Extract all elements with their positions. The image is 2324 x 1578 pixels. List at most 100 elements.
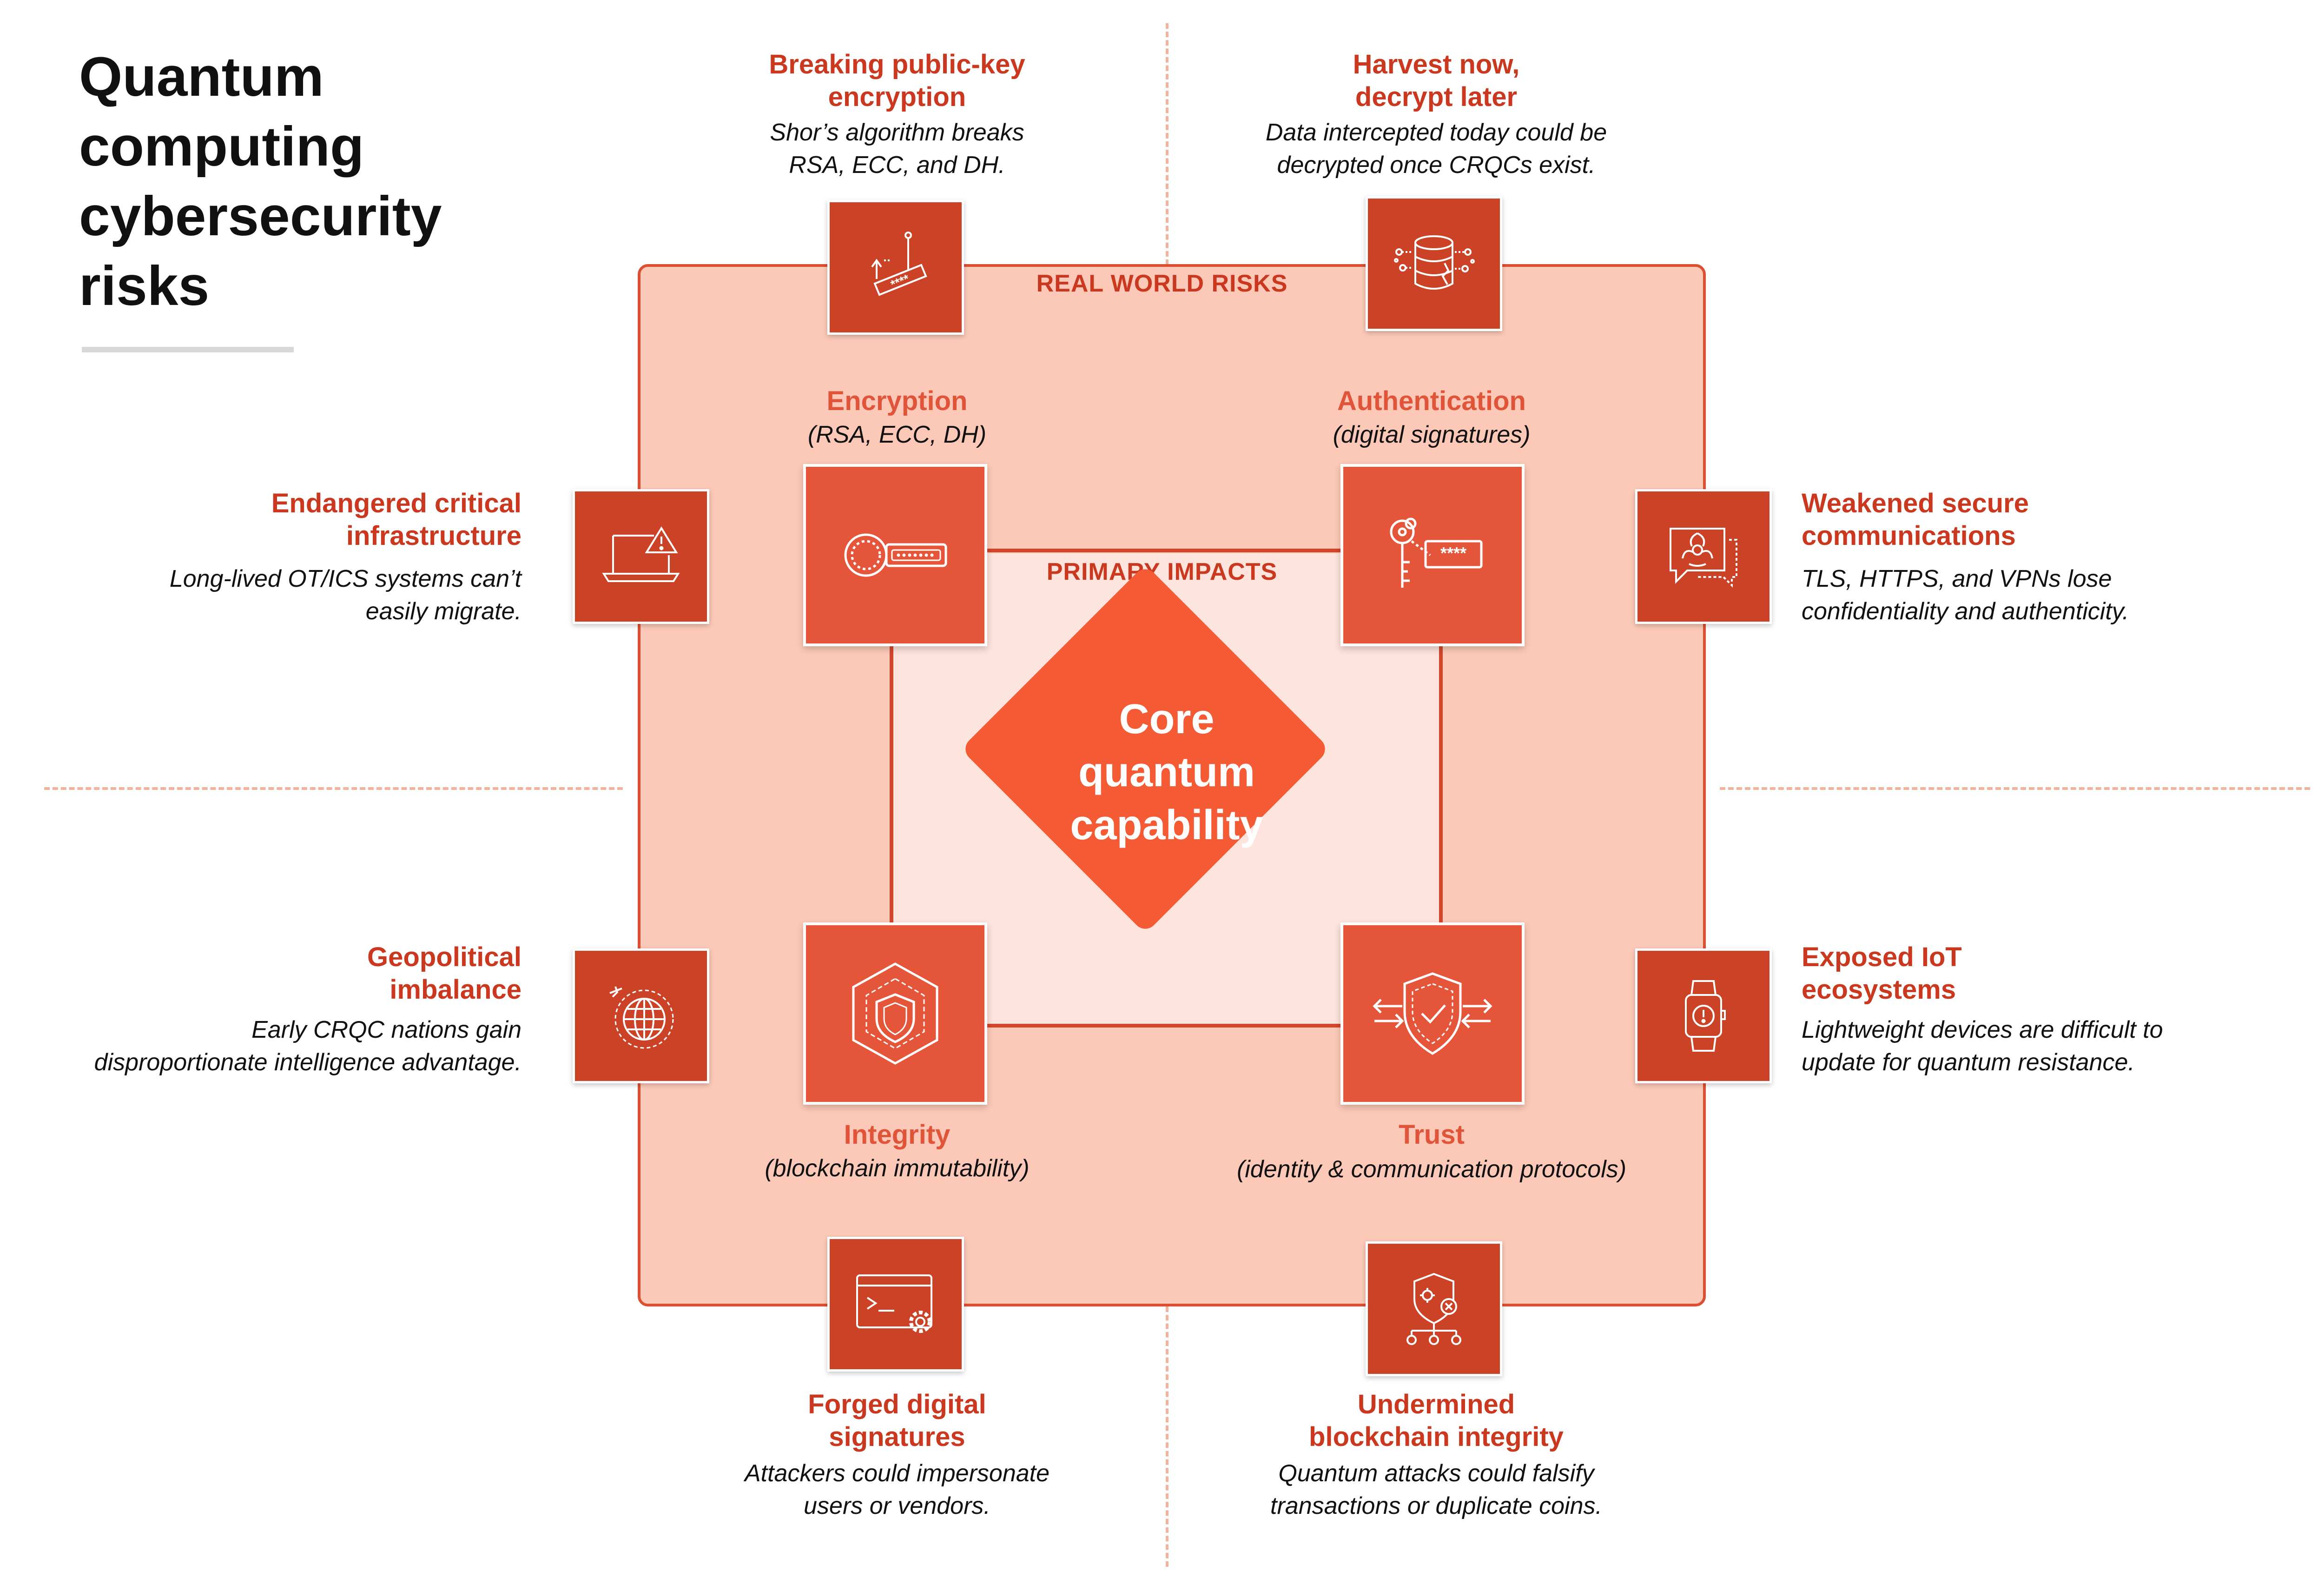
risk-infrastructure-title-line-2: infrastructure xyxy=(346,521,522,551)
impact-authentication-subtitle: (digital signatures) xyxy=(1333,421,1531,448)
title-line-4: risks xyxy=(79,255,210,317)
title-divider xyxy=(82,347,294,352)
shield-check-arrows-icon xyxy=(1373,972,1492,1055)
risk-iot-desc: Lightweight devices are difficult to upd… xyxy=(1802,1014,2294,1079)
risk-blockchain-title-line-1: Undermined xyxy=(1357,1389,1515,1419)
connector-right xyxy=(1439,642,1443,930)
risk-infrastructure-tile xyxy=(573,489,709,624)
risk-communications-tile xyxy=(1635,489,1772,624)
risk-forged-title: Forged digital signatures xyxy=(651,1388,1143,1453)
risk-harvest-title-line-1: Harvest now, xyxy=(1353,49,1520,80)
risk-communications-desc-line-2: confidentiality and authenticity. xyxy=(1802,598,2129,625)
impact-authentication-title: Authentication xyxy=(1337,386,1526,416)
risk-infrastructure-title: Endangered critical infrastructure xyxy=(139,487,522,552)
risk-iot-title-line-1: Exposed IoT xyxy=(1802,942,1962,972)
risk-geopolitical-tile xyxy=(573,948,709,1083)
title-line-1: Quantum xyxy=(79,46,324,108)
chat-biohazard-icon xyxy=(1670,528,1737,588)
connector-left xyxy=(890,642,893,930)
impact-encryption-subtitle: (RSA, ECC, DH) xyxy=(807,421,987,448)
risk-breaking-desc-line-1: Shor’s algorithm breaks xyxy=(770,119,1024,146)
risk-geopolitical-desc: Early CRQC nations gain disproportionate… xyxy=(19,1014,522,1079)
impact-encryption-tile xyxy=(803,464,987,646)
risk-iot-desc-line-1: Lightweight devices are difficult to xyxy=(1802,1016,2163,1043)
svg-text:****: **** xyxy=(1440,544,1466,563)
risk-blockchain-desc-line-1: Quantum attacks could falsify xyxy=(1278,1460,1594,1487)
shield-hexagon-icon xyxy=(852,962,938,1065)
connector-top xyxy=(985,549,1353,552)
impact-integrity-title: Integrity xyxy=(844,1120,951,1150)
impact-integrity-subtitle: (blockchain immutability) xyxy=(765,1155,1030,1182)
risk-forged-title-line-1: Forged digital xyxy=(808,1389,986,1419)
risk-breaking-title-line-1: Breaking public-key xyxy=(769,49,1025,80)
risk-blockchain-desc-line-2: transactions or duplicate coins. xyxy=(1270,1492,1602,1519)
risk-geopolitical-title-line-2: imbalance xyxy=(390,975,522,1005)
risk-geopolitical-desc-line-2: disproportionate intelligence advantage. xyxy=(94,1049,522,1076)
risk-blockchain-title-line-2: blockchain integrity xyxy=(1309,1422,1564,1452)
risk-harvest-desc: Data intercepted today could be decrypte… xyxy=(1157,116,1715,181)
risk-breaking-desc-line-2: RSA, ECC, and DH. xyxy=(789,152,1005,179)
title-line-2: computing xyxy=(79,115,364,178)
risk-blockchain-desc: Quantum attacks could falsify transactio… xyxy=(1176,1457,1697,1522)
impact-trust-title: Trust xyxy=(1399,1120,1465,1150)
risk-communications-desc-line-1: TLS, HTTPS, and VPNs lose xyxy=(1802,565,2112,592)
risk-communications-title-line-1: Weakened secure xyxy=(1802,488,2029,518)
risk-infrastructure-title-line-1: Endangered critical xyxy=(271,488,522,518)
terminal-gear-icon xyxy=(856,1274,932,1333)
core-line-2: quantum xyxy=(1078,749,1255,796)
risk-infrastructure-desc-line-1: Long-lived OT/ICS systems can’t xyxy=(169,565,522,592)
risk-communications-title-line-2: communications xyxy=(1802,521,2016,551)
risk-harvest-title: Harvest now, decrypt later xyxy=(1190,48,1683,113)
horizontal-guide-left xyxy=(44,787,623,790)
impact-encryption-title: Encryption xyxy=(826,386,968,416)
database-broken-icon xyxy=(1394,235,1475,290)
laptop-warning-icon xyxy=(602,526,680,582)
globe-plane-icon xyxy=(609,986,674,1049)
risk-geopolitical-desc-line-1: Early CRQC nations gain xyxy=(251,1016,522,1043)
core-line-1: Core xyxy=(1119,696,1215,743)
risk-geopolitical-title: Geopolitical imbalance xyxy=(139,941,522,1006)
risk-harvest-desc-line-2: decrypted once CRQCs exist. xyxy=(1277,152,1596,179)
smartwatch-alert-icon xyxy=(1685,980,1726,1052)
impact-authentication-tile: **** xyxy=(1340,464,1525,646)
risk-infrastructure-desc-line-2: easily migrate. xyxy=(365,598,522,625)
risk-communications-title: Weakened secure communications xyxy=(1802,487,2220,552)
core-line-3: capability xyxy=(1070,802,1263,849)
risk-harvest-tile xyxy=(1366,196,1502,331)
risk-forged-desc: Attackers could impersonate users or ven… xyxy=(651,1457,1143,1522)
password-cursor-icon: **** xyxy=(871,232,927,296)
vertical-guide-bottom xyxy=(1166,1306,1169,1567)
impact-trust-subtitle: (identity & communication protocols) xyxy=(1236,1156,1627,1183)
core-capability-label: Core quantum capability xyxy=(1004,693,1329,852)
risk-iot-title-line-2: ecosystems xyxy=(1802,975,1956,1005)
risk-blockchain-tile xyxy=(1366,1241,1502,1376)
risk-breaking-title: Breaking public-key encryption xyxy=(651,48,1143,113)
key-card-icon xyxy=(844,533,947,577)
risk-communications-desc: TLS, HTTPS, and VPNs lose confidentialit… xyxy=(1802,563,2266,628)
risk-forged-desc-line-1: Attackers could impersonate xyxy=(744,1460,1050,1487)
real-world-risks-label: REAL WORLD RISKS xyxy=(1036,270,1288,297)
risk-infrastructure-desc: Long-lived OT/ICS systems can’t easily m… xyxy=(93,563,522,628)
risk-forged-title-line-2: signatures xyxy=(829,1422,965,1452)
impact-integrity-tile xyxy=(803,922,987,1105)
risk-blockchain-title: Undermined blockchain integrity xyxy=(1190,1388,1683,1453)
risk-iot-desc-line-2: update for quantum resistance. xyxy=(1802,1049,2135,1076)
connector-bottom xyxy=(985,1024,1353,1028)
vertical-guide-top xyxy=(1166,23,1169,265)
risk-forged-desc-line-2: users or vendors. xyxy=(804,1492,990,1519)
impact-trust-tile xyxy=(1340,922,1525,1105)
svg-text:****: **** xyxy=(889,272,912,292)
risk-breaking-desc: Shor’s algorithm breaks RSA, ECC, and DH… xyxy=(651,116,1143,181)
risk-iot-title: Exposed IoT ecosystems xyxy=(1802,941,2220,1006)
shield-virus-nodes-icon xyxy=(1406,1273,1461,1345)
horizontal-guide-right xyxy=(1720,787,2310,790)
risk-iot-tile xyxy=(1635,948,1772,1083)
risk-harvest-title-line-2: decrypt later xyxy=(1355,82,1518,112)
risk-forged-tile xyxy=(827,1237,964,1372)
page-title: Quantum computing cybersecurity risks xyxy=(79,42,442,321)
risk-harvest-desc-line-1: Data intercepted today could be xyxy=(1265,119,1607,146)
risk-breaking-tile: **** xyxy=(827,200,964,335)
key-password-icon: **** xyxy=(1390,517,1483,588)
title-line-3: cybersecurity xyxy=(79,185,442,247)
risk-breaking-title-line-2: encryption xyxy=(828,82,966,112)
